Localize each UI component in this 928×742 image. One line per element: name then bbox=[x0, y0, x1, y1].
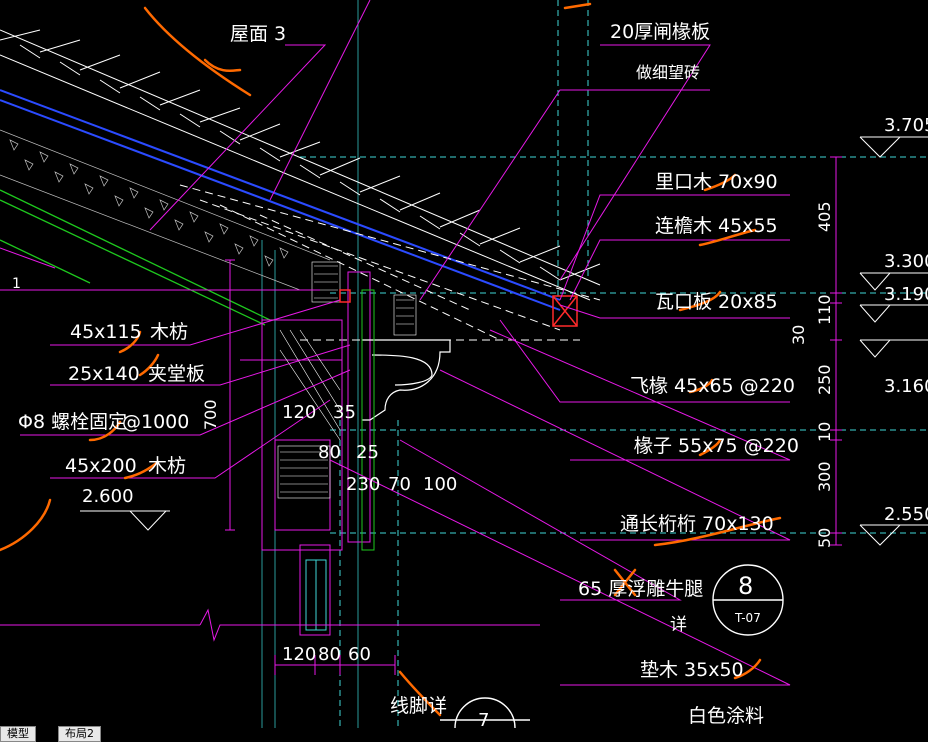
markup-strokes bbox=[0, 2, 782, 717]
label-board25: 25x140 bbox=[68, 363, 140, 385]
dim-35: 35 bbox=[333, 402, 356, 423]
label-wood45x115: 45x115 bbox=[70, 321, 142, 343]
level-texts: 3.705 3.300 3.190 3.160 2.550 2.600 bbox=[82, 115, 928, 525]
dim-70: 70 bbox=[388, 474, 411, 495]
tab-model[interactable]: 模型 bbox=[0, 726, 36, 742]
tab-layout2[interactable]: 布局2 bbox=[58, 726, 101, 742]
level-3705: 3.705 bbox=[884, 115, 928, 136]
dim-250: 250 bbox=[815, 364, 834, 395]
dim-bottom-60: 60 bbox=[348, 644, 371, 665]
dim-bottom-120: 120 bbox=[282, 644, 316, 665]
label-skirt: 线脚详 bbox=[390, 695, 447, 717]
label-beamcorbel: 65 厚浮雕牛腿 bbox=[578, 578, 703, 600]
label-white-paint: 白色涂料 bbox=[688, 705, 764, 727]
insulation-hatch bbox=[0, 129, 331, 291]
label-board25b: 夹堂板 bbox=[148, 363, 205, 385]
callout-7-number: 7 bbox=[478, 710, 489, 728]
level-2600: 2.600 bbox=[82, 486, 134, 507]
label-detail: 详 bbox=[670, 615, 687, 635]
detail-callouts bbox=[440, 564, 784, 728]
dimension-texts: 405 110 30 250 10 300 50 700 120 35 80 2… bbox=[201, 201, 834, 665]
dim-50: 50 bbox=[815, 528, 834, 548]
label-one: 1 bbox=[12, 276, 21, 292]
layout-tab-bar: 模型 布局2 bbox=[0, 726, 928, 742]
concrete-slab bbox=[0, 189, 275, 326]
timber-blocks bbox=[277, 261, 417, 499]
label-purlin: 通长桁桁 70x130 bbox=[620, 513, 774, 535]
label-wood45x200: 45x200 bbox=[65, 455, 137, 477]
eave-end bbox=[339, 289, 578, 327]
label-flyrafter: 飞椽 45x65 @220 bbox=[630, 375, 795, 397]
reference-lines bbox=[300, 0, 928, 728]
roof-tiles bbox=[0, 29, 601, 301]
dim-300: 300 bbox=[815, 461, 834, 492]
dim-405: 405 bbox=[815, 201, 834, 232]
dim-230: 230 bbox=[346, 474, 380, 495]
label-bolt: Φ8 螺栓固定 bbox=[18, 411, 127, 433]
dim-110: 110 bbox=[815, 294, 834, 325]
callout-8-number: 8 bbox=[738, 572, 753, 600]
label-wood45x115b: 木枋 bbox=[150, 321, 188, 343]
label-bolt2: @1000 bbox=[122, 411, 189, 433]
label-lianyan: 连檐木 45x55 bbox=[655, 215, 778, 237]
post bbox=[305, 559, 327, 631]
level-3190: 3.190 bbox=[884, 284, 928, 305]
callout-texts: 8 T-07 7 bbox=[478, 572, 761, 728]
dim-80: 80 bbox=[318, 442, 341, 463]
rafter-lines bbox=[179, 184, 601, 341]
label-pad: 垫木 35x50 bbox=[640, 659, 744, 681]
wall-section bbox=[240, 271, 371, 636]
dim-120: 120 bbox=[282, 402, 316, 423]
label-rafter: 椽子 55x75 @220 bbox=[634, 435, 799, 457]
level-markers bbox=[80, 136, 928, 546]
corbel bbox=[362, 339, 451, 421]
roof-layers bbox=[0, 89, 561, 311]
level-3300: 3.300 bbox=[884, 251, 928, 272]
dim-30: 30 bbox=[789, 325, 808, 345]
label-brick: 做细望砖 bbox=[636, 63, 700, 82]
label-roof: 屋面 3 bbox=[230, 23, 286, 45]
callout-8-sheet: T-07 bbox=[734, 611, 761, 625]
dim-700: 700 bbox=[201, 399, 220, 430]
level-3160: 3.160 bbox=[884, 376, 928, 397]
label-wood45x200b: 木枋 bbox=[148, 455, 186, 477]
dimension-lines bbox=[225, 156, 842, 675]
label-board20: 20厚闸椽板 bbox=[610, 21, 710, 43]
label-lipwood: 里口木 70x90 bbox=[655, 171, 778, 193]
corbel-outline bbox=[361, 289, 375, 551]
level-2550: 2.550 bbox=[884, 504, 928, 525]
label-wawood: 瓦口板 20x85 bbox=[655, 291, 778, 313]
dim-bottom-80: 80 bbox=[318, 644, 341, 665]
dim-100: 100 bbox=[423, 474, 457, 495]
dim-10: 10 bbox=[815, 422, 834, 442]
dim-25: 25 bbox=[356, 442, 379, 463]
labels-white: 屋面 3 20厚闸椽板 做细望砖 里口木 70x90 连檐木 45x55 瓦口板… bbox=[12, 21, 799, 727]
vertical-grid bbox=[261, 0, 359, 728]
